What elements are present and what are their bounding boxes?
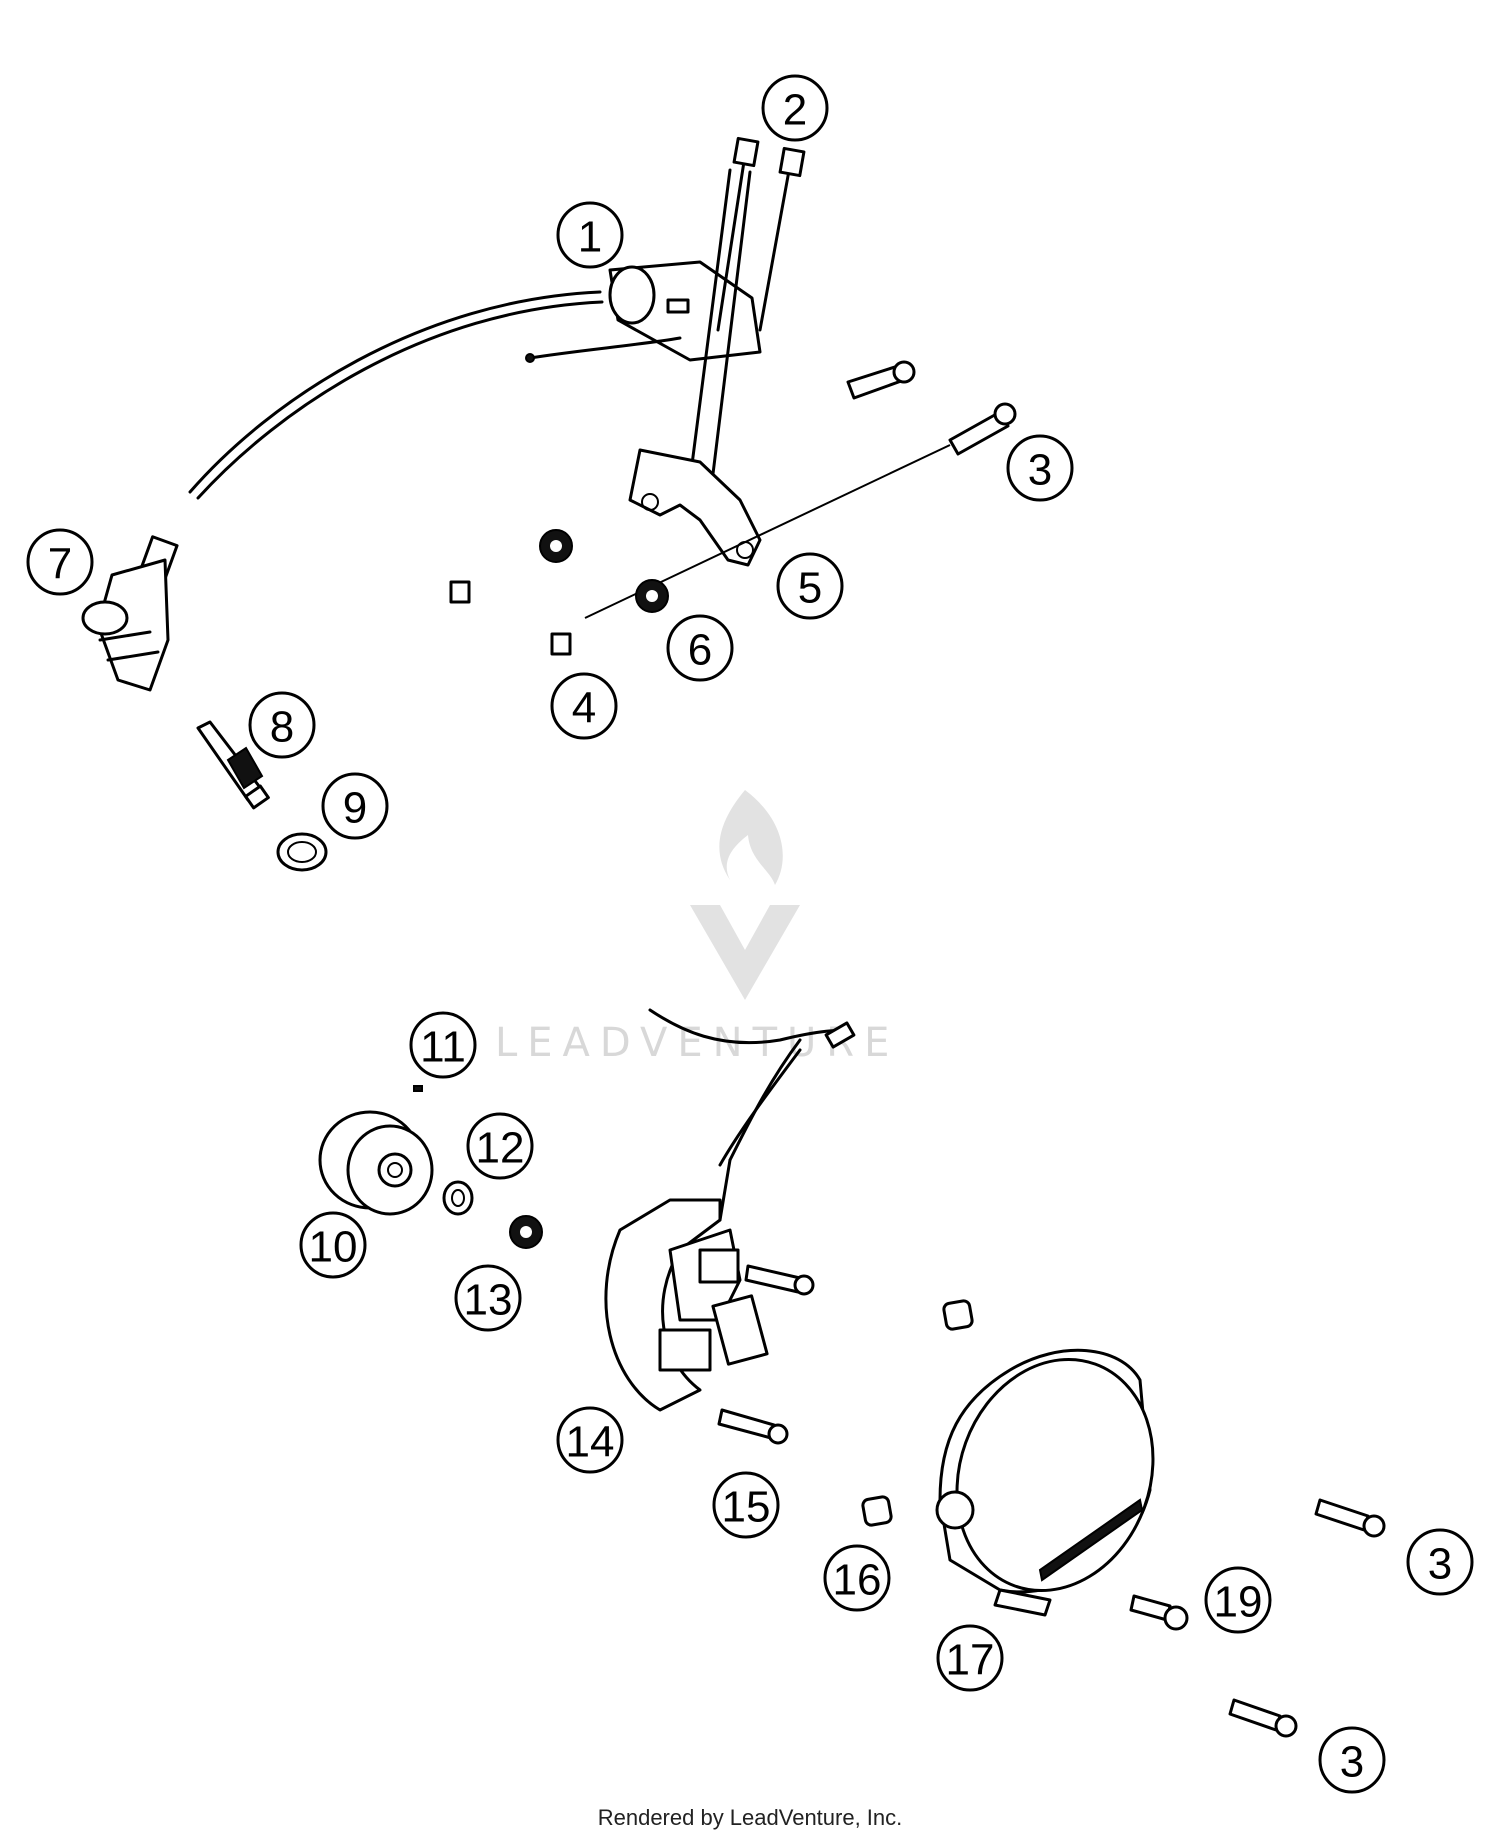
callout-19: 19: [1204, 1566, 1272, 1634]
rotor-nut-part: [509, 1215, 543, 1249]
callout-15: 15: [712, 1471, 780, 1539]
svg-text:10: 10: [309, 1223, 358, 1272]
callout-14: 14: [556, 1406, 624, 1474]
bolts-part: [716, 136, 806, 332]
callout-17: 17: [936, 1624, 1004, 1692]
nuts-part: [449, 529, 669, 656]
svg-text:13: 13: [464, 1276, 513, 1325]
svg-text:12: 12: [476, 1124, 525, 1173]
svg-text:3: 3: [1028, 446, 1052, 495]
flame-logo-icon: [690, 790, 800, 1000]
callout-12: 12: [466, 1112, 534, 1180]
callout-9: 9: [321, 772, 389, 840]
ignition-cover-part: [935, 1348, 1155, 1617]
spark-plug-part: [196, 720, 270, 810]
svg-text:14: 14: [566, 1418, 615, 1467]
cover-screws-part: [1129, 1498, 1386, 1738]
callout-10: 10: [299, 1211, 367, 1279]
rotor-washer-part: [442, 1180, 474, 1216]
svg-text:9: 9: [343, 784, 367, 833]
callout-1: 1: [556, 201, 624, 269]
svg-text:4: 4: [572, 684, 596, 733]
stator-part: [604, 1008, 856, 1412]
watermark: LEADVENTURE: [495, 790, 899, 1066]
ignition-coil-part: [188, 168, 762, 500]
coil-bracket-part: [628, 448, 762, 567]
svg-text:6: 6: [688, 626, 712, 675]
callout-2: 2: [761, 74, 829, 142]
svg-text:15: 15: [722, 1483, 771, 1532]
svg-text:8: 8: [270, 703, 294, 752]
rotor-part: [318, 1110, 434, 1216]
callout-3-bottom: 3: [1318, 1726, 1386, 1794]
dowel-sleeves-part: [861, 1299, 974, 1527]
svg-text:2: 2: [783, 86, 807, 135]
callouts: 1 2 3 3 3 4 5 6 7 8 9 10 11 12 13 14 15 …: [26, 74, 1474, 1794]
woodruff-key-part: [413, 1085, 423, 1092]
svg-text:17: 17: [946, 1636, 995, 1685]
svg-text:7: 7: [48, 540, 72, 589]
callout-8: 8: [248, 691, 316, 759]
callout-3-upper: 3: [1006, 434, 1074, 502]
svg-text:16: 16: [833, 1556, 882, 1605]
callout-7: 7: [26, 528, 94, 596]
watermark-text: LEADVENTURE: [495, 1020, 899, 1066]
svg-text:11: 11: [420, 1023, 466, 1072]
svg-text:3: 3: [1428, 1540, 1452, 1589]
svg-text:5: 5: [798, 564, 822, 613]
svg-text:19: 19: [1214, 1578, 1263, 1627]
callout-4: 4: [550, 672, 618, 740]
washer-part: [276, 832, 328, 872]
callout-6: 6: [666, 614, 734, 682]
footer-credit: Rendered by LeadVenture, Inc.: [598, 1805, 903, 1830]
callout-13: 13: [454, 1264, 522, 1332]
stator-screws-part: [717, 1264, 815, 1445]
svg-text:3: 3: [1340, 1738, 1364, 1787]
spark-plug-cap-part: [81, 535, 179, 692]
callout-5: 5: [776, 552, 844, 620]
callout-3-right: 3: [1406, 1528, 1474, 1596]
callout-11: 11: [409, 1011, 477, 1079]
svg-text:1: 1: [578, 213, 602, 262]
callout-16: 16: [823, 1544, 891, 1612]
